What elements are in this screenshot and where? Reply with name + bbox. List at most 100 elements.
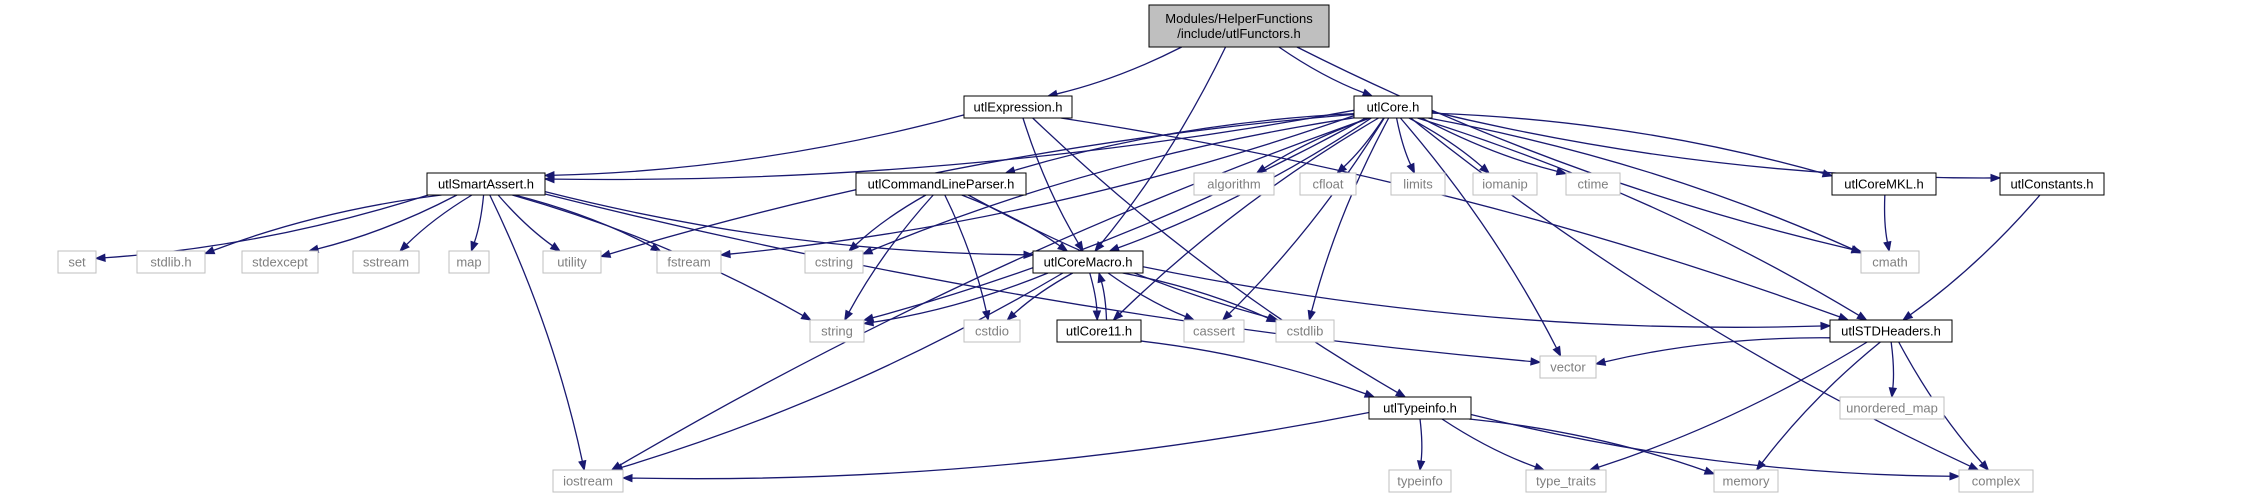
edge-line [961, 194, 1061, 247]
edge-line [848, 194, 934, 313]
edge-line [1278, 46, 1364, 94]
edge-utlCore-to-utlSTDHeaders [1417, 117, 1868, 321]
edge-arrowhead [599, 249, 612, 258]
node-utlCore[interactable]: utlCore.h [1353, 95, 1433, 119]
node-utlCoreMacro[interactable]: utlCoreMacro.h [1032, 250, 1144, 274]
edge-arrowhead [543, 174, 555, 184]
edge-line [1060, 117, 1840, 318]
node-box [136, 250, 206, 274]
node-box [963, 95, 1073, 119]
node-label: cstdlib [1287, 324, 1324, 339]
node-sstream: sstream [352, 250, 420, 274]
node-box [1860, 250, 1920, 274]
node-label: utlTypeinfo.h [1383, 401, 1457, 416]
edge-arrowhead [1967, 462, 1980, 471]
node-label: utlSmartAssert.h [438, 177, 534, 192]
edge-utlSmartAssert-to-fstream [514, 194, 662, 252]
edge-utlCommandLineParser-to-cstring [848, 194, 927, 252]
edge-arrowhead [1850, 245, 1863, 254]
node-box [1368, 396, 1472, 420]
node-label: unordered_map [1846, 401, 1938, 416]
node-utlCore11[interactable]: utlCore11.h [1056, 319, 1142, 343]
edge-utlTypeinfo-to-iostream [621, 411, 1370, 483]
node-utlConstants[interactable]: utlConstants.h [1999, 172, 2105, 196]
edge-line [729, 114, 1355, 255]
edge-arrowhead [1006, 310, 1018, 321]
edge-arrowhead [1023, 250, 1035, 260]
node-label: algorithm [1207, 177, 1260, 192]
edge-utlCore11-to-utlCoreMacro [1097, 271, 1108, 321]
edge-line [544, 193, 1532, 363]
edge-utlSmartAssert-to-utility [497, 194, 561, 252]
node-utility: utility [542, 250, 602, 274]
node-utlSmartAssert[interactable]: utlSmartAssert.h [426, 172, 546, 196]
node-cstdlib: cstdlib [1275, 319, 1335, 343]
edge-utlCore-to-cstring [861, 117, 1355, 255]
node-label: ctime [1577, 177, 1608, 192]
edge-arrowhead [862, 317, 875, 327]
edge-arrowhead [1820, 321, 1832, 331]
node-label: cmath [1872, 255, 1907, 270]
node-box [57, 250, 97, 274]
edge-arrowhead [1361, 88, 1374, 97]
edge-line [1469, 418, 1706, 472]
node-typeinfo: typeinfo [1388, 469, 1452, 493]
node-box [1831, 172, 1937, 196]
edge-utlCore-to-utlCore11 [1112, 117, 1379, 321]
edge-utlCore-to-utility [599, 113, 1355, 258]
node-utlSTDHeaders[interactable]: utlSTDHeaders.h [1829, 319, 1953, 343]
edge-utlCoreMacro-to-cstdio [1006, 272, 1074, 321]
edge-arrowhead [1074, 240, 1084, 253]
node-box [1388, 469, 1452, 493]
node-vector: vector [1539, 355, 1597, 379]
edge-line [1421, 117, 1558, 173]
node-utlExpression[interactable]: utlExpression.h [963, 95, 1073, 119]
edge-arrowhead [1552, 345, 1562, 358]
edge-utlSmartAssert-to-string [512, 194, 812, 321]
node-utlCoreMKL[interactable]: utlCoreMKL.h [1831, 172, 1937, 196]
node-memory: memory [1713, 469, 1779, 493]
node-string: string [809, 319, 865, 343]
node-label: utlCoreMKL.h [1844, 177, 1923, 192]
node-root[interactable]: Modules/HelperFunctions/include/utlFunct… [1148, 4, 1330, 48]
node-cmath: cmath [1860, 250, 1920, 274]
edge-arrowhead [1057, 242, 1069, 252]
node-fstream: fstream [656, 250, 722, 274]
node-label: utlConstants.h [2010, 177, 2093, 192]
edge-utlCoreMKL-to-cmath [1883, 194, 1892, 253]
node-label: Modules/HelperFunctions [1165, 11, 1313, 26]
node-box [656, 250, 722, 274]
node-label: cfloat [1312, 177, 1343, 192]
node-box [1958, 469, 2034, 493]
edge-utlCore-to-utlCoreMKL [1431, 112, 1834, 178]
edge-line [872, 117, 1367, 319]
node-utlCommandLineParser[interactable]: utlCommandLineParser.h [855, 172, 1027, 196]
edge-line [1263, 117, 1371, 169]
edge-line [1761, 341, 1881, 464]
edge-utlExpression-to-utlCoreMacro [1022, 117, 1084, 253]
edge-line [1310, 117, 1390, 312]
node-label: type_traits [1536, 474, 1596, 489]
edge-arrowhead [1416, 460, 1426, 472]
node-box [1193, 172, 1275, 196]
node-label: /include/utlFunctors.h [1177, 26, 1301, 41]
edge-line [619, 117, 1370, 467]
edge-line [1296, 46, 1853, 251]
edge-arrowhead [1949, 472, 1961, 481]
node-label: utlCore.h [1367, 100, 1420, 115]
edge-arrowhead [621, 473, 633, 483]
edge-arrowhead [1097, 271, 1106, 284]
edge-line [1395, 117, 1412, 166]
node-type_traits: type_traits [1525, 469, 1607, 493]
edge-line [1100, 46, 1227, 245]
edge-line [1056, 46, 1182, 95]
edge-line [1142, 266, 1822, 328]
node-box [963, 319, 1021, 343]
edge-utlCore-to-vector [1399, 117, 1562, 358]
edge-line [406, 194, 473, 246]
edge-utlCore-to-cmath [1428, 117, 1863, 254]
edge-line [512, 194, 804, 317]
node-label: sstream [363, 255, 409, 270]
edge-line [609, 113, 1355, 255]
node-utlTypeinfo[interactable]: utlTypeinfo.h [1368, 396, 1472, 420]
